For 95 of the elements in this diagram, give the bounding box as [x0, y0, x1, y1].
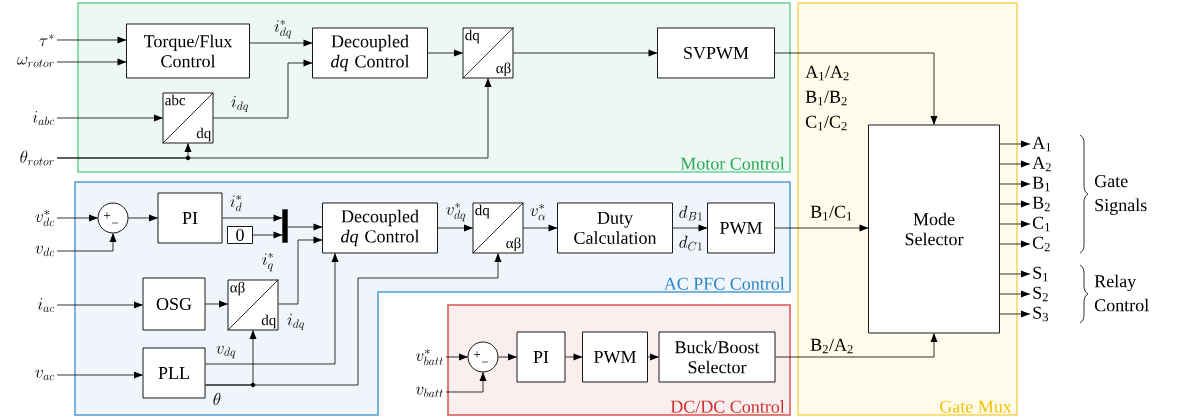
- signal-label: $v_{dc}$: [35, 245, 55, 257]
- arrow: [56, 214, 98, 222]
- arrow: [513, 49, 658, 57]
- edge-label: $i_{dq}^{*}$: [274, 19, 292, 39]
- signal-label: B$_{2}$: [1032, 196, 1050, 212]
- signal-label: C$_{2}$: [1032, 236, 1050, 252]
- signal-label: S$_{1}$: [1033, 266, 1048, 282]
- signal-label: C$_{1}$: [1032, 216, 1050, 232]
- signal-label: $v_{batt}^{*}$: [415, 348, 443, 366]
- process-box: Duty Calculation: [557, 202, 673, 254]
- arrow: [278, 236, 323, 305]
- signal-label: S$_{2}$: [1033, 286, 1048, 302]
- edge-label: $i_{q}^{*}$: [262, 252, 273, 272]
- edge-label: $i_{dq}$: [287, 313, 305, 331]
- process-box: PWM: [582, 331, 648, 383]
- edge-label: B$_{1}$/C$_{1}$: [810, 205, 852, 221]
- process-box: Mode Selector: [868, 124, 1000, 334]
- arrow: [205, 253, 502, 386]
- transform-block: dq αβ: [462, 27, 514, 79]
- process-box: PI: [516, 331, 566, 383]
- arrow: [56, 58, 127, 66]
- signal-label: A$_{1}$: [1032, 136, 1051, 152]
- signal-label: $v_{batt}$: [415, 386, 443, 398]
- signal-label: B$_{1}$: [1032, 176, 1050, 192]
- arrow: [774, 224, 869, 232]
- arrow: [437, 224, 473, 232]
- arrow: [774, 52, 938, 125]
- signal-label: A$_{2}$: [1032, 156, 1051, 172]
- process-box: Torque/Flux Control: [126, 23, 250, 79]
- arrow: [775, 333, 938, 358]
- process-box: Buck/Boost Selector: [658, 331, 776, 383]
- process-box: OSG: [142, 277, 206, 331]
- edge-label: $i_{d}^{*}$: [230, 194, 242, 212]
- arrow: [222, 214, 283, 222]
- signal-label: $i_{abc}$: [32, 111, 55, 126]
- edge-label: A$_{1}$/A$_{2}$ B$_{1}$/B$_{2}$ C$_{1}$/C$_{2}$: [805, 65, 849, 131]
- process-box: PWM: [707, 202, 775, 254]
- arrow: [999, 160, 1031, 168]
- arrow: [999, 220, 1031, 228]
- arrow: [252, 231, 283, 239]
- arrow: [999, 140, 1031, 148]
- edge-label: $\theta$: [213, 392, 221, 406]
- arrow: [427, 49, 463, 57]
- arrow: [56, 78, 492, 159]
- arrow: [672, 224, 708, 232]
- signal-label: $v_{dc}^{*}$: [35, 209, 55, 227]
- signal-label: $d_{C1}$: [679, 235, 702, 251]
- arrow: [999, 290, 1031, 298]
- transform-block: αβ dq: [227, 279, 279, 331]
- bracket-label: Relay Control: [1094, 274, 1149, 312]
- arrow: [213, 59, 313, 119]
- signal-label: $i_{ac}$: [37, 298, 55, 313]
- edge-label: B$_{2}$/A$_{2}$: [810, 338, 853, 354]
- process-box: Decoupled dq Control: [312, 27, 428, 79]
- process-box: Decoupled dq Control: [322, 202, 438, 254]
- arrow: [56, 233, 117, 252]
- edge-label: $d_{B1}$: [679, 205, 702, 221]
- transform-block: dq αβ: [472, 202, 524, 254]
- signal-label: S$_{3}$: [1033, 306, 1048, 322]
- arrow: [287, 223, 323, 231]
- arrow: [205, 253, 339, 365]
- process-box: PLL: [142, 347, 206, 399]
- transform-block: abc dq: [162, 92, 214, 144]
- edge-label: $v_{dq}$: [216, 345, 236, 359]
- arrow: [249, 39, 313, 47]
- edge-label: $v_{dq}^{*}$: [446, 202, 466, 222]
- arrow: [445, 353, 468, 361]
- signal-label: $\tau^{*}$: [39, 34, 54, 47]
- arrow: [56, 36, 127, 44]
- signal-label: $\omega_{rotor}$: [17, 56, 54, 68]
- signal-label: $\theta_{rotor}$: [20, 150, 54, 166]
- arrow: [205, 300, 228, 308]
- arrow: [498, 353, 517, 361]
- process-box: PI: [157, 192, 223, 244]
- signal-label: $v_{ac}$: [35, 369, 55, 381]
- arrow: [56, 371, 143, 379]
- arrow: [999, 180, 1031, 188]
- arrow: [999, 240, 1031, 248]
- arrow: [445, 372, 487, 393]
- arrow: [128, 214, 158, 222]
- bracket-label: Gate Signals: [1094, 175, 1147, 215]
- summing-junction: + −: [467, 341, 499, 373]
- process-box: SVPWM: [657, 27, 775, 79]
- arrow: [565, 353, 583, 361]
- summing-junction: + −: [97, 202, 129, 234]
- arrow: [523, 224, 558, 232]
- process-box: 0: [227, 226, 253, 244]
- arrow: [56, 301, 143, 309]
- arrow: [56, 114, 163, 122]
- arrow: [999, 270, 1031, 278]
- arrow: [999, 310, 1031, 318]
- edge-label: $v_{\alpha}^{*}$: [530, 203, 546, 221]
- arrow: [647, 353, 659, 361]
- edge-label: $i_{dq}$: [231, 95, 249, 113]
- arrow: [999, 200, 1031, 208]
